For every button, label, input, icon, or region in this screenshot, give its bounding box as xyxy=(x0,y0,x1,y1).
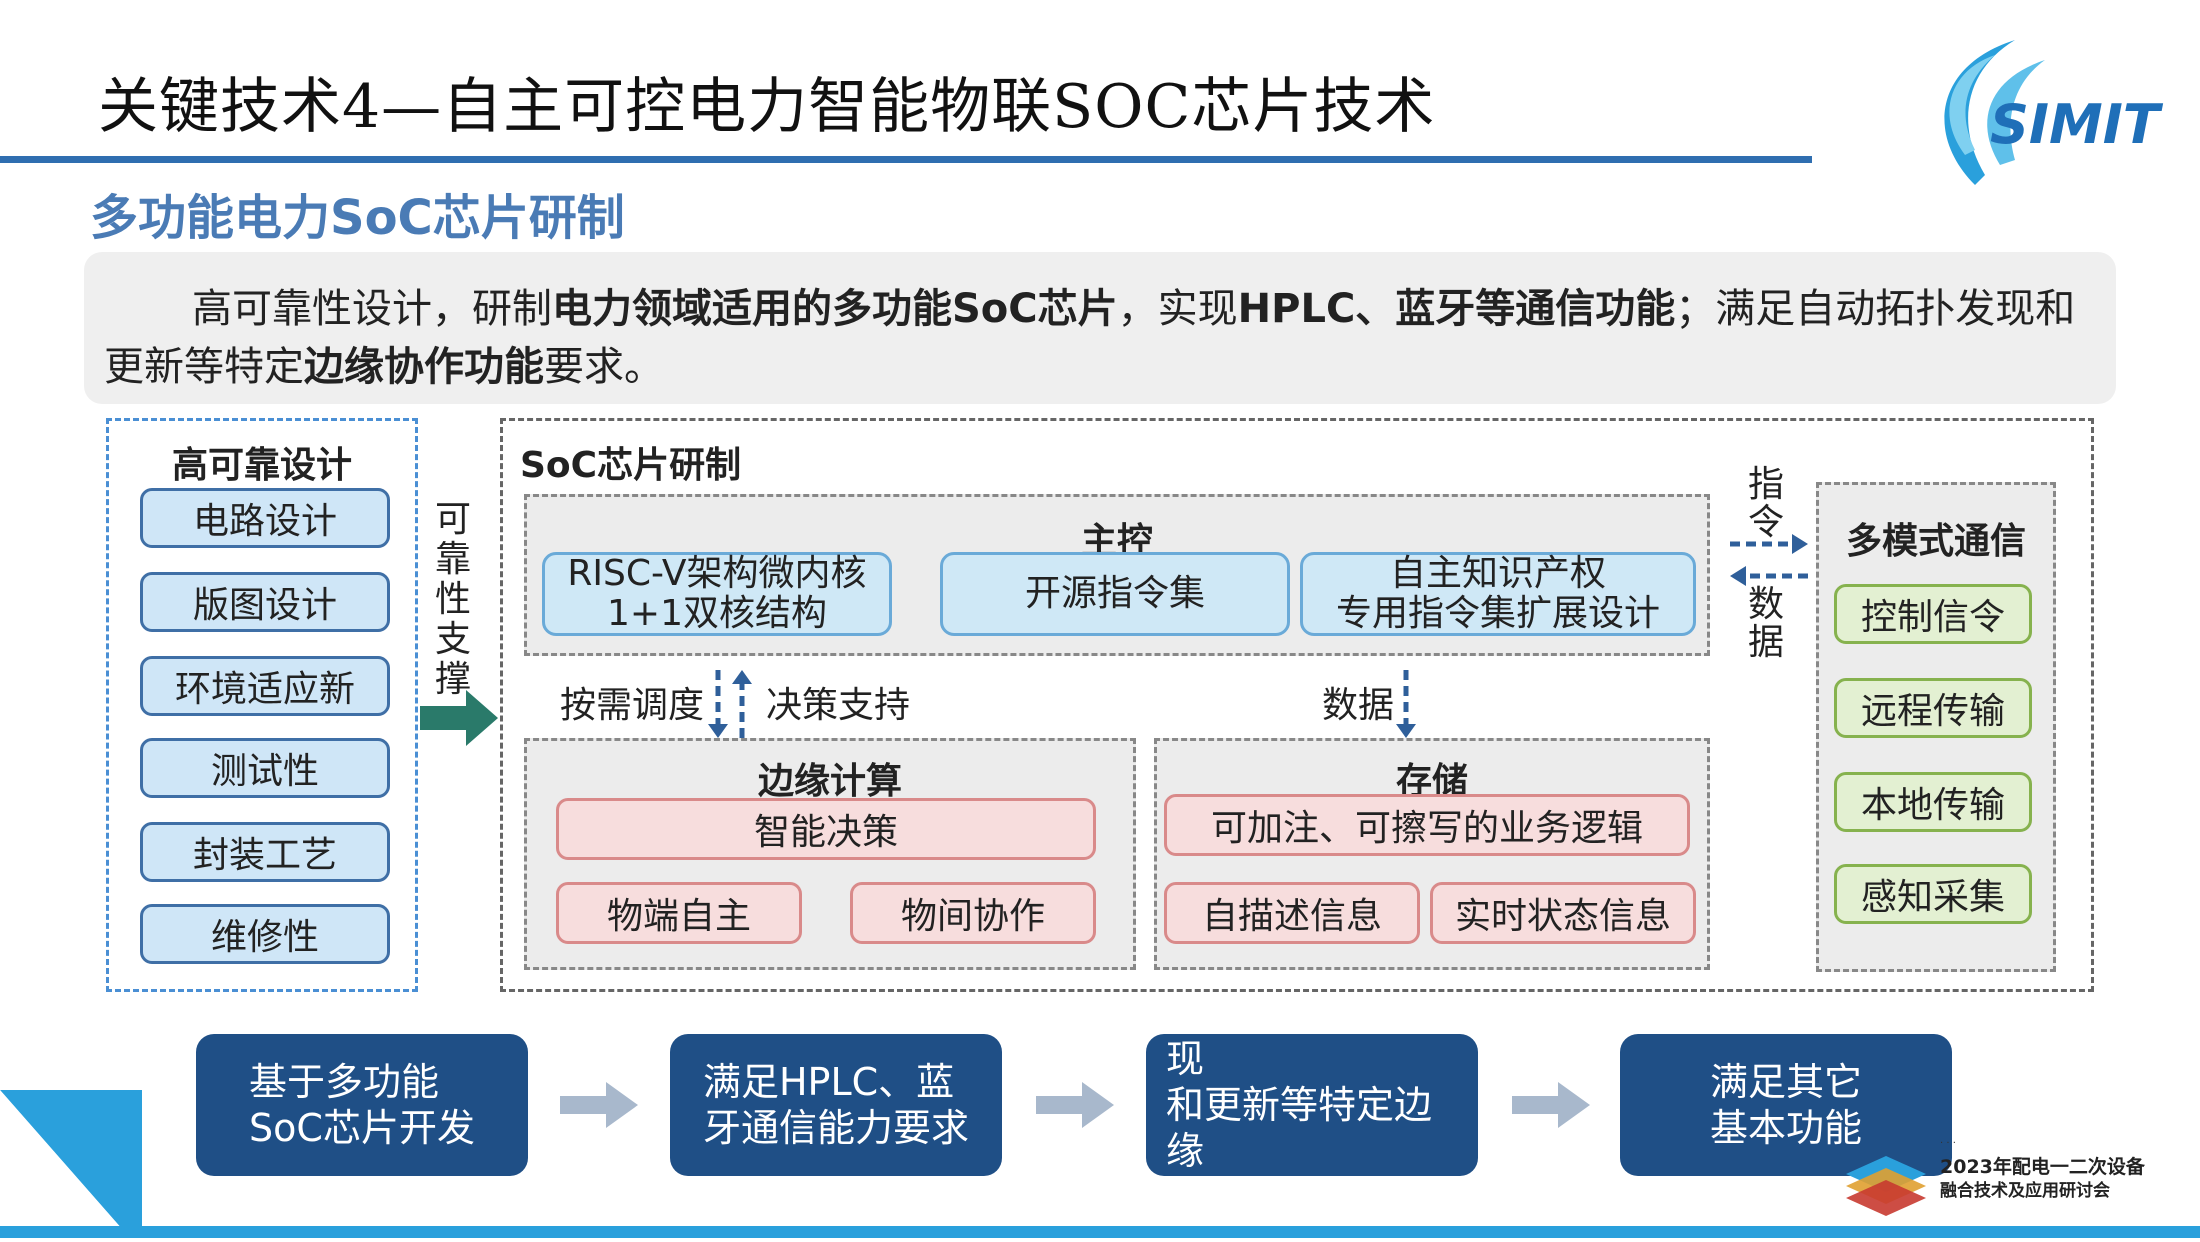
realtime-status-item: 实时状态信息 xyxy=(1430,882,1696,944)
command-data-arrows-icon xyxy=(1728,532,1810,588)
reliability-item: 维修性 xyxy=(140,904,390,964)
section-subtitle: 多功能电力SoC芯片研制 xyxy=(90,190,625,246)
bottom-border xyxy=(0,1226,2200,1238)
reliability-item: 环境适应新 xyxy=(140,656,390,716)
riscv-core-item: RISC-V架构微内核 1+1双核结构 xyxy=(542,552,892,636)
title-underline xyxy=(0,156,1812,163)
self-description-item: 自描述信息 xyxy=(1164,882,1420,944)
conference-small-text: · · · xyxy=(1940,1138,1956,1149)
decision-support-label: 决策支持 xyxy=(766,685,911,726)
comm-item: 控制信令 xyxy=(1834,584,2032,644)
reliability-item: 测试性 xyxy=(140,738,390,798)
reliability-item: 版图设计 xyxy=(140,572,390,632)
schedule-label: 按需调度 xyxy=(560,685,705,726)
svg-text:SIMIT: SIMIT xyxy=(1990,93,2164,156)
comm-item: 本地传输 xyxy=(1834,772,2032,832)
open-isa-item: 开源指令集 xyxy=(940,552,1290,636)
edge-computing-title: 边缘计算 xyxy=(757,761,902,802)
reliability-support-label: 可靠性支撑 xyxy=(434,499,471,700)
flow-arrow-icon xyxy=(560,1080,640,1130)
flow-arrow-icon xyxy=(1512,1080,1592,1130)
reliability-title: 高可靠设计 xyxy=(171,445,352,486)
device-collaboration-item: 物间协作 xyxy=(850,882,1096,944)
conference-title-line2: 融合技术及应用研讨会 xyxy=(1940,1181,2110,1201)
corner-decoration xyxy=(0,1090,150,1238)
device-autonomy-item: 物端自主 xyxy=(556,882,802,944)
conference-logo xyxy=(1836,1134,2156,1224)
page-title: 关键技术4—自主可控电力智能物联SOC芯片技术 xyxy=(98,72,1436,142)
flow-step-3: 满足自动拓扑发现和更新等特定边缘协作功能要求 xyxy=(1146,991,1478,1219)
reliability-item: 电路设计 xyxy=(140,488,390,548)
down-arrow-icon xyxy=(1394,668,1418,740)
command-label: 指令 xyxy=(1747,464,1784,543)
bidirectional-arrow-icon xyxy=(706,668,756,740)
data-label: 数据 xyxy=(1322,685,1395,726)
comm-item: 感知采集 xyxy=(1834,864,2032,924)
custom-isa-item: 自主知识产权 专用指令集扩展设计 xyxy=(1300,552,1696,636)
comm-item: 远程传输 xyxy=(1834,678,2032,738)
intro-box: 高可靠性设计，研制电力领域适用的多功能SoC芯片，实现HPLC、蓝牙等通信功能；… xyxy=(84,252,2116,404)
flow-step-2: 满足HPLC、蓝牙通信能力要求 xyxy=(670,1034,1002,1176)
flow-step-4: 满足其它基本功能 xyxy=(1620,1034,1952,1176)
reliability-design-box xyxy=(106,418,418,992)
right-arrow-icon xyxy=(420,688,498,748)
soc-title: SoC芯片研制 xyxy=(520,445,742,486)
flow-arrow-icon xyxy=(1036,1080,1116,1130)
reliability-item: 封装工艺 xyxy=(140,822,390,882)
smart-decision-item: 智能决策 xyxy=(556,798,1096,860)
data-return-label: 数据 xyxy=(1747,584,1784,663)
soc-development-box xyxy=(500,418,2094,992)
simit-logo: SIMIT xyxy=(1905,25,2165,195)
conference-title-line1: 2023年配电一二次设备 xyxy=(1940,1156,2145,1178)
business-logic-item: 可加注、可擦写的业务逻辑 xyxy=(1164,794,1690,856)
multimode-comm-title: 多模式通信 xyxy=(1845,521,2026,562)
intro-text: 高可靠性设计，研制电力领域适用的多功能SoC芯片，实现HPLC、蓝牙等通信功能；… xyxy=(104,286,2076,390)
